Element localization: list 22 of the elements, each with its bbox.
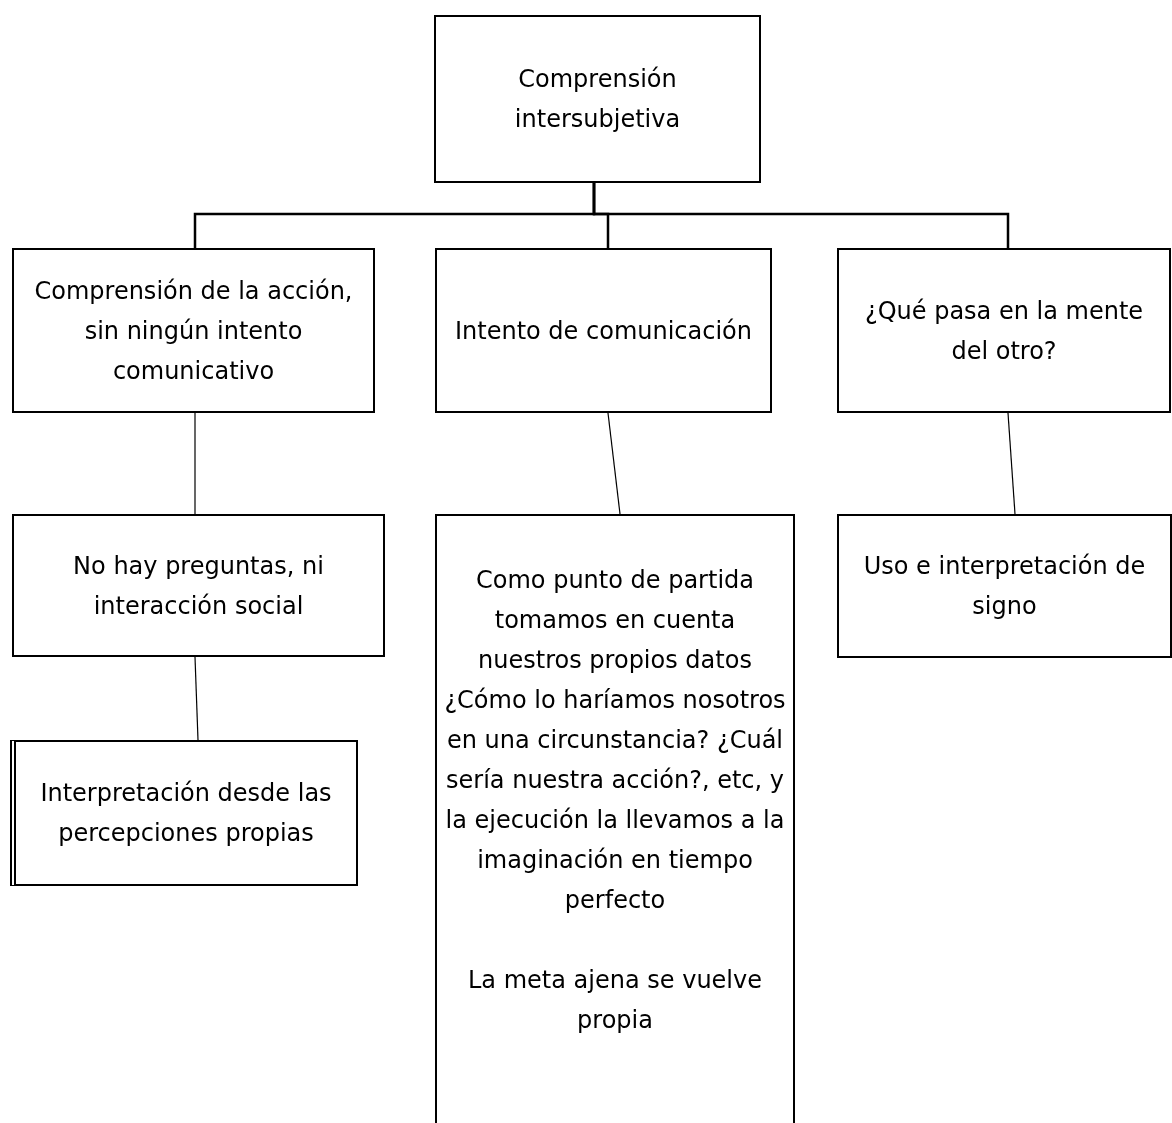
node-text: Como punto de partida tomamos en cuenta nuestros propios datos ¿Cómo lo haríamos nosotros en una circunstancia? ¿Cuál sería nuestra acción?, etc, y la ejecución la llevamos a la imaginación en tiempo perfecto xyxy=(443,565,787,916)
node-text: Interpretación desde las percepciones propias xyxy=(39,778,333,849)
node-text: Uso e interpretación de signo xyxy=(862,551,1147,622)
text-box xyxy=(837,514,1172,658)
node-text: Comprensión intersubjetiva xyxy=(513,64,682,135)
node-text: Intento de comunicación xyxy=(454,315,752,347)
connector-line xyxy=(592,183,1010,248)
node-text: No hay preguntas, ni interacción social xyxy=(72,550,325,622)
node-text: La meta ajena se vuelve propia xyxy=(467,965,763,1036)
connector-line xyxy=(1007,412,1016,515)
connector-line xyxy=(607,412,621,515)
text-box xyxy=(435,248,772,413)
text-box xyxy=(10,740,358,886)
text-box xyxy=(435,514,795,1123)
node-text: ¿Qué pasa en la mente del otro? xyxy=(863,295,1145,367)
text-box xyxy=(434,15,761,183)
connector-line xyxy=(194,412,196,515)
text-box xyxy=(12,514,385,657)
text-box xyxy=(837,248,1171,413)
connector-line xyxy=(194,656,199,741)
text-box xyxy=(12,248,375,413)
node-text: Comprensión de la acción, sin ningún intento comunicativo xyxy=(33,275,354,387)
